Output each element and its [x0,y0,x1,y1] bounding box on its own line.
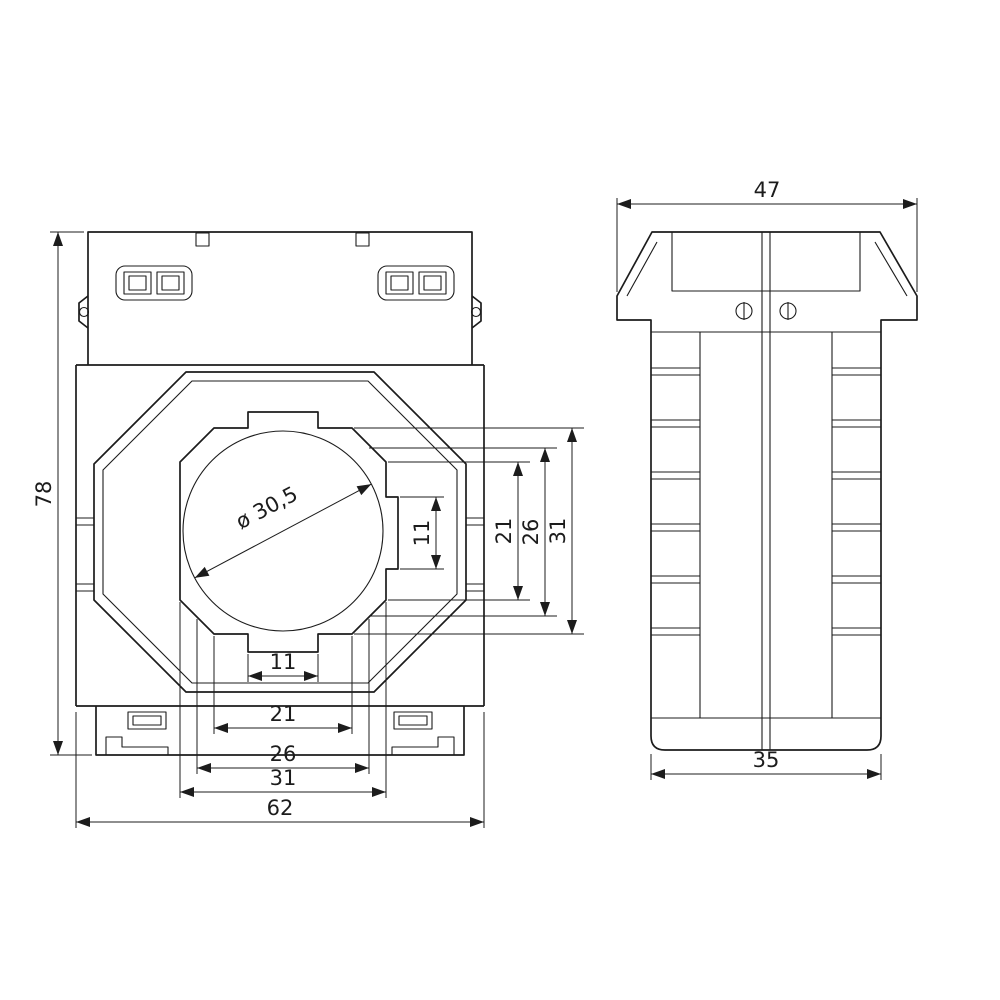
dim-height-11: 11 [400,496,444,570]
din-clip-right [391,736,455,755]
side-outline [616,231,918,751]
dim-height-21: 21 [388,461,530,601]
terminal-block-left [115,265,193,301]
right-ear [471,295,482,329]
dim-label-35: 35 [753,748,780,772]
side-body-lines [651,331,881,719]
dim-width-21: 21 [213,636,353,734]
side-dimensions: 47 35 [616,178,918,780]
dim-label-w26: 26 [270,742,297,766]
octagon-outer [93,371,467,693]
side-screw-left [735,302,753,320]
din-clip-left [105,736,169,755]
dim-label-w31: 31 [270,766,297,790]
window-opening [179,411,399,653]
dim-label-h11: 11 [410,520,434,547]
top-vent-left [195,232,210,247]
dim-label-h26: 26 [519,519,543,546]
dim-label-h31: 31 [546,518,570,545]
front-dimensions: 78 11 21 26 31 62 [32,231,584,828]
dim-label-w21: 21 [270,702,297,726]
dim-label-78: 78 [32,481,56,508]
dim-overall-height: 78 [32,231,92,756]
dim-label-47: 47 [754,178,781,202]
din-rail-foot [95,706,465,756]
side-ribs-left [651,367,700,636]
dim-label-62: 62 [267,796,294,820]
octagon-inner [102,380,458,684]
side-view [616,231,918,751]
right-ear-hole-icon [470,306,482,318]
side-ribs-right [832,367,881,636]
dim-width-31: 31 [179,602,387,798]
side-center-split [761,232,771,750]
front-view [75,231,485,756]
dim-height-26: 26 [369,447,557,617]
top-vent-right [355,232,370,247]
dim-height-31: 31 [354,427,584,635]
dim-label-w11: 11 [270,650,297,674]
terminal-block-right [377,265,455,301]
dim-width-11: 11 [247,650,319,682]
side-label-plate [671,232,861,292]
side-screw-right [779,302,797,320]
left-ear-hole-icon [78,306,90,318]
dim-overall-width: 62 [75,712,485,828]
conductor-circle [182,430,384,632]
edge-ribs [76,517,484,592]
side-chamfers [626,241,908,297]
dim-diameter: ø 30,5 [194,482,372,579]
front-top-block [78,231,482,365]
left-ear [78,295,89,329]
dim-label-h21: 21 [492,518,516,545]
dim-width-26: 26 [196,619,370,774]
front-body [75,364,485,707]
dim-side-bottom-width: 35 [650,748,882,780]
dim-side-top-width: 47 [616,178,918,292]
